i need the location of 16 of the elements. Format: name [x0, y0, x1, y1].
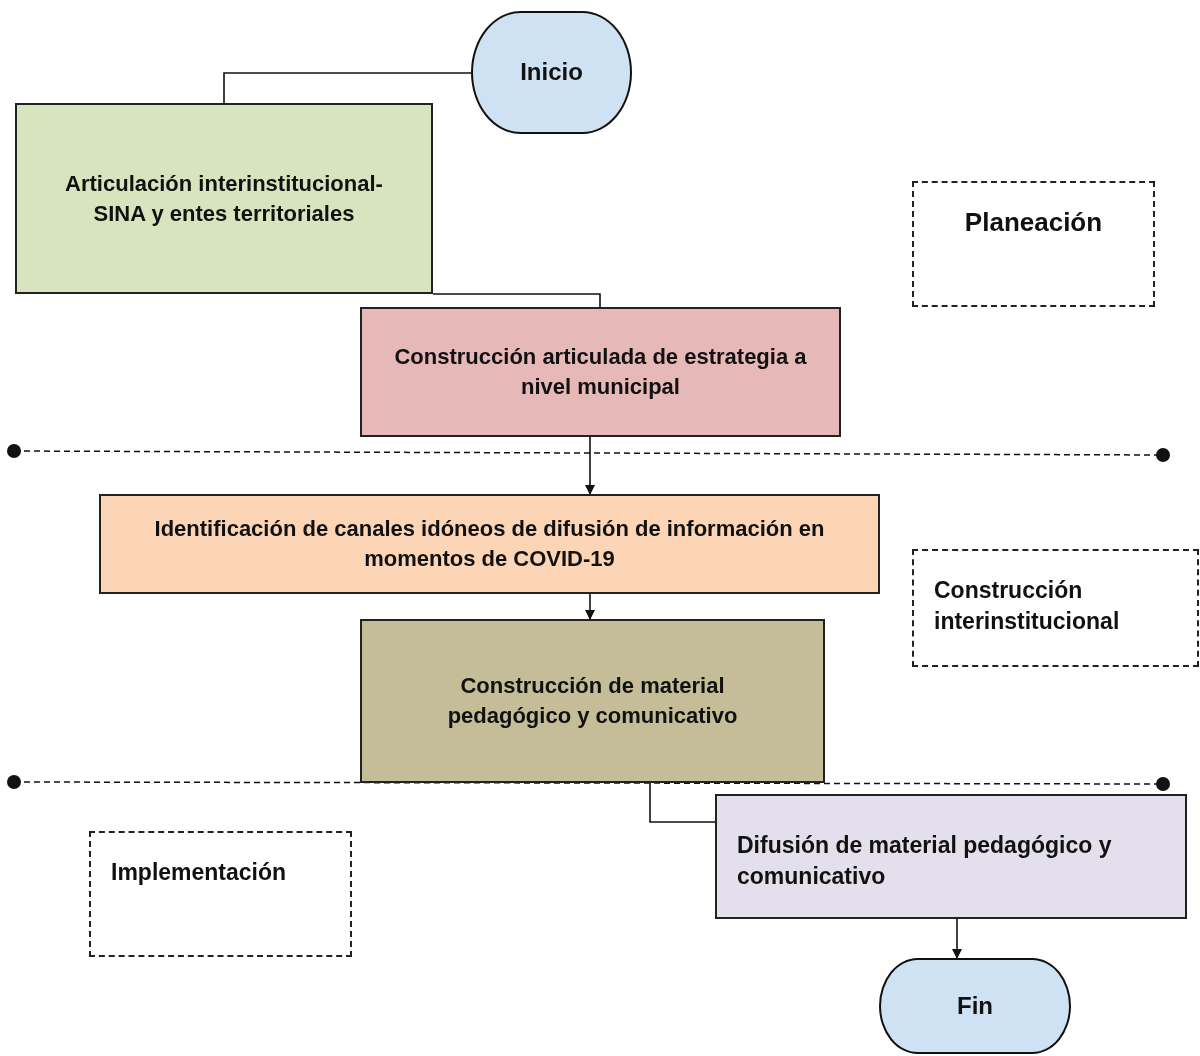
phase-box: Planeación [912, 181, 1155, 307]
process-box: Construcción articulada de estrategia a nivel municipal [360, 307, 841, 437]
terminal-shape: Fin [879, 958, 1071, 1054]
process-box: Construcción de material pedagógico y comunicativo [360, 619, 825, 783]
arrow [585, 436, 595, 495]
process-box: Articulación interinstitucional-SINA y entes territoriales [15, 103, 433, 294]
connector-line [223, 72, 472, 104]
process-box: Identificación de canales idóneos de difusión de información en momentos de COVID-19 [99, 494, 880, 594]
connector-line [432, 293, 601, 308]
process-box: Difusión de material pedagógico y comunicativo [715, 794, 1187, 919]
connector-line [649, 782, 716, 823]
terminal-shape: Inicio [471, 11, 632, 134]
phase-box: Construcción interinstitucional [912, 549, 1199, 667]
arrow [952, 918, 962, 959]
arrow [585, 593, 595, 620]
phase-box: Implementación [89, 831, 352, 957]
